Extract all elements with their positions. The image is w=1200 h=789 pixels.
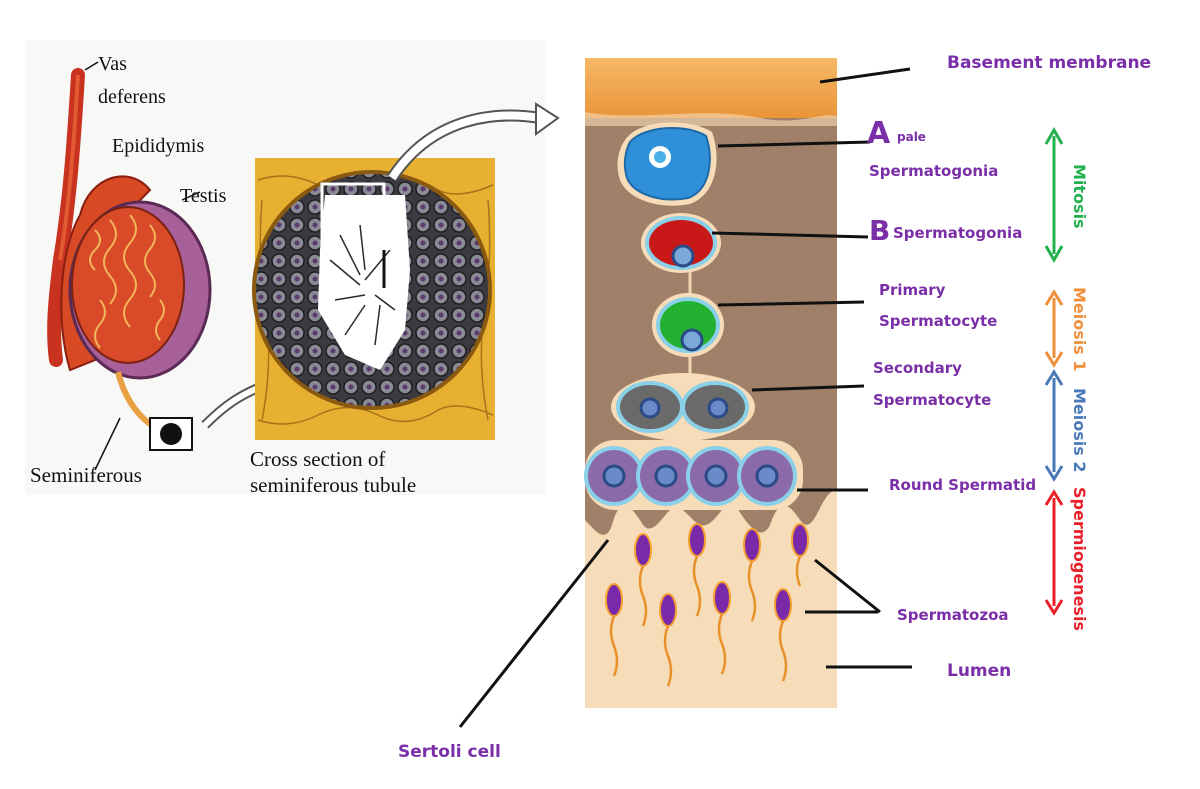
primary-label-2: Spermatocyte: [879, 312, 997, 330]
meiosis1-label: Meiosis 1: [1070, 287, 1089, 371]
round-spermatid-cells: [584, 440, 803, 510]
meiosis1-arrow: [1046, 292, 1062, 365]
mitosis-arrow: [1046, 130, 1062, 260]
vas-deferens-label-2: deferens: [98, 86, 166, 108]
secondary-spermatocyte-cells: [611, 373, 755, 441]
a-pale-subscript: pale: [897, 130, 926, 144]
meiosis2-label: Meiosis 2: [1070, 388, 1089, 472]
secondary-label-1: Secondary: [873, 359, 962, 377]
a-pale-spermatogonia-cell: [618, 122, 717, 205]
secondary-label-2: Spermatocyte: [873, 391, 991, 409]
b-spermatogonia-label: Spermatogonia: [893, 224, 1022, 242]
primary-label-1: Primary: [879, 281, 946, 299]
round-spermatid-label: Round Spermatid: [889, 476, 1036, 494]
lumen-label: Lumen: [947, 661, 1011, 681]
cross-section-label-2: seminiferous tubule: [250, 473, 416, 497]
b-spermatogonia-cell: [641, 213, 721, 273]
cross-section-label-1: Cross section of: [250, 447, 385, 471]
spermatozoa-label: Spermatozoa: [897, 606, 1009, 624]
primary-spermatocyte-cell: [652, 293, 724, 357]
spermiogenesis-label: Spermiogenesis: [1070, 487, 1089, 631]
meiosis2-arrow: [1046, 372, 1062, 479]
sertoli-cell-label: Sertoli cell: [398, 742, 501, 762]
phase-arrows: [1046, 130, 1062, 613]
spermiogenesis-arrow: [1046, 492, 1062, 613]
mitosis-label: Mitosis: [1070, 164, 1089, 229]
seminiferous-label: Seminiferous: [30, 463, 142, 487]
epididymis-label: Epididymis: [112, 135, 204, 157]
testis-label: Testis: [180, 185, 227, 207]
a-spermatogonia-label: Spermatogonia: [869, 162, 998, 180]
basement-membrane-band: [585, 58, 837, 118]
vas-deferens-label-1: Vas: [98, 53, 127, 75]
a-pale-letter: A: [867, 116, 891, 151]
basement-membrane-label: Basement membrane: [947, 53, 1151, 73]
b-letter: B: [869, 214, 890, 247]
